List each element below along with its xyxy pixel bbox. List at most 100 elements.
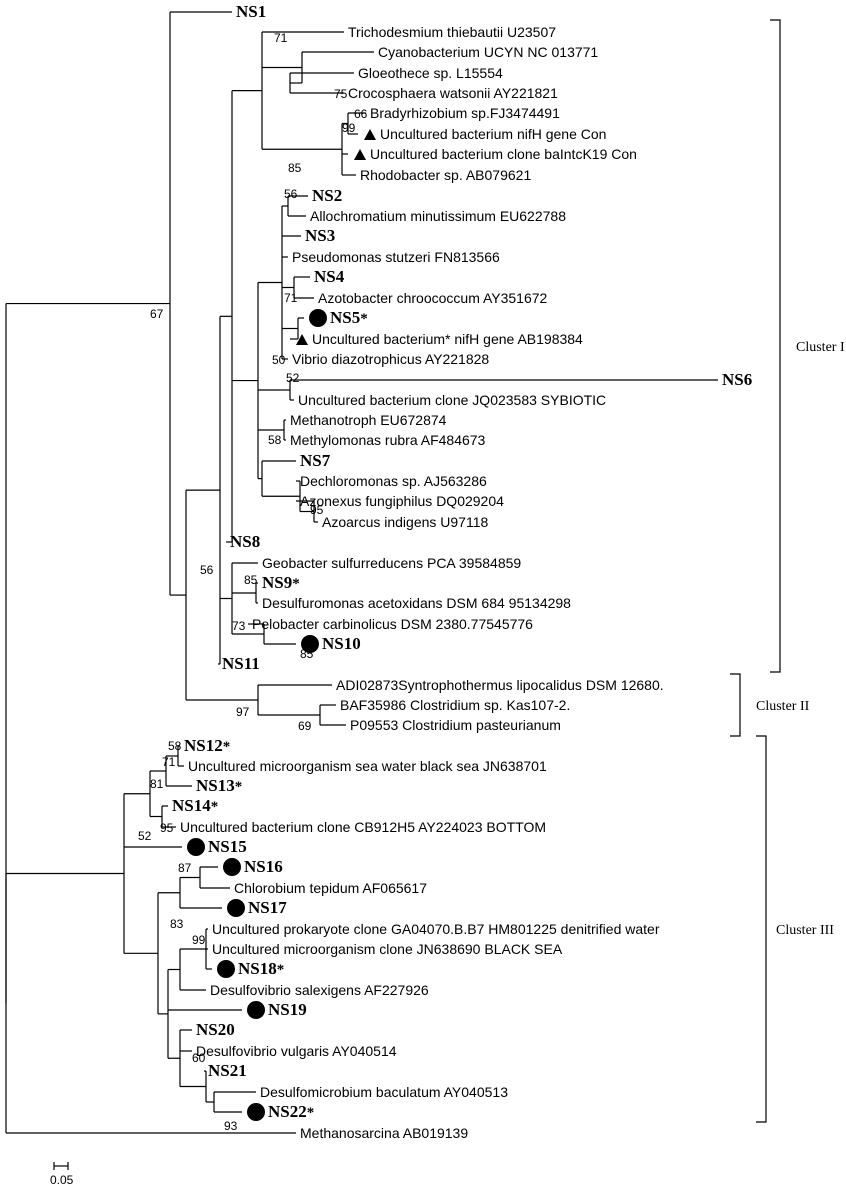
bootstrap-label: 87 (178, 861, 192, 875)
leaf-markers (187, 129, 376, 1121)
leaf-label: Vibrio diazotrophicus AY221828 (292, 351, 489, 367)
leaf-label: Azonexus fungiphilus DQ029204 (300, 493, 504, 509)
leaf-label: NS6 (722, 370, 752, 389)
leaf-label: Rhodobacter sp. AB079621 (360, 167, 531, 183)
leaf-label: Geobacter sulfurreducens PCA 39584859 (262, 555, 521, 571)
leaf-label: NS11 (222, 654, 260, 673)
bootstrap-label: 50 (272, 353, 286, 367)
tree-branches (5, 11, 718, 1134)
leaf-label: NS21 (208, 1061, 247, 1080)
circle-marker-icon (227, 899, 245, 917)
leaf-label: Uncultured bacterium clone CB912H5 AY224… (180, 819, 546, 835)
leaf-label: Uncultured bacterium* nifH gene AB198384 (312, 331, 583, 347)
leaf-label: NS8 (230, 532, 260, 551)
leaf-label: NS9* (262, 573, 300, 592)
leaf-label: Azotobacter chroococcum AY351672 (318, 290, 548, 306)
cluster-label: Cluster III (776, 923, 834, 938)
bootstrap-label: 81 (150, 777, 164, 791)
leaf-label: P09553 Clostridium pasteurianum (350, 717, 561, 733)
bootstrap-label: 58 (168, 739, 182, 753)
leaf-label: Cyanobacterium UCYN NC 013771 (378, 44, 598, 60)
leaf-label: Uncultured bacterium clone baIntcK19 Con (370, 146, 637, 162)
bootstrap-label: 85 (300, 647, 314, 661)
significance-star: * (292, 576, 300, 592)
bootstrap-label: 52 (138, 829, 152, 843)
leaf-label: Methanotroph EU672874 (290, 412, 447, 428)
bootstrap-label: 85 (288, 161, 302, 175)
circle-marker-icon (301, 635, 319, 653)
circle-marker-icon (217, 960, 235, 978)
significance-star: * (211, 799, 219, 815)
leaf-label: Desulfovibrio vulgaris AY040514 (196, 1043, 397, 1059)
bootstrap-label: 71 (162, 755, 176, 769)
leaf-label: Pseudomonas stutzeri FN813566 (292, 249, 500, 265)
leaf-label: Uncultured bacterium nifH gene Con (380, 126, 606, 142)
leaf-label: NS10 (322, 634, 361, 653)
leaf-label: Trichodesmium thiebautii U23507 (348, 24, 556, 40)
bootstrap-label: 73 (232, 619, 246, 633)
circle-marker-icon (247, 1103, 265, 1121)
bootstrap-label: 99 (192, 933, 206, 947)
leaf-label: NS19 (268, 1000, 307, 1019)
bootstrap-label: 56 (200, 563, 214, 577)
leaf-label: NS22* (268, 1102, 314, 1121)
significance-star: * (223, 739, 231, 755)
leaf-label: Methanosarcina AB019139 (300, 1125, 468, 1141)
significance-star: * (360, 311, 368, 327)
bootstrap-label: 71 (284, 291, 298, 305)
leaf-label: Desulfomicrobium baculatum AY040513 (260, 1084, 508, 1100)
bootstrap-label: 93 (224, 1119, 238, 1133)
leaf-label: Desulfuromonas acetoxidans DSM 684 95134… (262, 595, 571, 611)
leaf-label: NS15 (208, 837, 247, 856)
leaf-label: Desulfovibrio salexigens AF227926 (210, 982, 429, 998)
bootstrap-label: 97 (236, 705, 250, 719)
bootstrap-label: 95 (310, 503, 324, 517)
significance-star: * (307, 1105, 315, 1121)
circle-marker-icon (247, 1001, 265, 1019)
leaf-label: NS7 (300, 451, 331, 470)
circle-marker-icon (223, 858, 241, 876)
significance-star: * (235, 779, 243, 795)
leaf-label: NS5* (330, 308, 368, 327)
cluster-label: Cluster I (796, 340, 845, 355)
leaf-label: ADI02873Syntrophothermus lipocalidus DSM… (336, 677, 664, 693)
leaf-label: Methylomonas rubra AF484673 (290, 432, 486, 448)
leaf-label: NS3 (305, 226, 335, 245)
bootstrap-label: 67 (150, 307, 164, 321)
scale-bar: 0.05 (50, 1162, 74, 1187)
leaf-label: NS14* (172, 796, 218, 815)
bootstrap-label: 66 (354, 107, 368, 121)
circle-marker-icon (309, 309, 327, 327)
bootstrap-label: 95 (160, 821, 174, 835)
significance-star: * (277, 962, 285, 978)
leaf-label: Uncultured prokaryote clone GA04070.B.B7… (212, 921, 660, 937)
leaf-label: NS1 (236, 2, 266, 21)
triangle-marker-icon (354, 149, 366, 160)
bootstrap-label: 69 (298, 719, 312, 733)
leaf-label: BAF35986 Clostridium sp. Kas107-2. (340, 697, 570, 713)
bootstrap-label: 99 (342, 121, 356, 135)
bootstrap-label: 85 (244, 573, 258, 587)
leaf-label: NS12* (184, 736, 230, 755)
leaf-label: Gloeothece sp. L15554 (358, 65, 503, 81)
cluster-label: Cluster II (756, 699, 810, 714)
bootstrap-label: 52 (286, 371, 300, 385)
leaf-label: Azoarcus indigens U97118 (322, 514, 489, 530)
bootstrap-label: 60 (192, 1051, 206, 1065)
leaf-label: NS16 (244, 857, 283, 876)
bootstrap-label: 71 (274, 31, 288, 45)
triangle-marker-icon (296, 334, 308, 345)
leaf-label: Pelobacter carbinolicus DSM 2380.7754577… (252, 616, 533, 632)
leaf-label: NS4 (314, 267, 345, 286)
bootstrap-label: 83 (170, 917, 184, 931)
cluster-brackets: Cluster I Cluster II Cluster III (730, 19, 845, 1123)
scale-bar-label: 0.05 (50, 1173, 74, 1187)
leaf-label: NS17 (248, 898, 287, 917)
cluster-bracket (770, 19, 781, 673)
leaf-label: NS2 (312, 186, 342, 205)
leaf-label: Dechloromonas sp. AJ563286 (300, 473, 487, 489)
cluster-bracket (756, 735, 767, 1123)
leaf-label: Allochromatium minutissimum EU622788 (310, 208, 566, 224)
